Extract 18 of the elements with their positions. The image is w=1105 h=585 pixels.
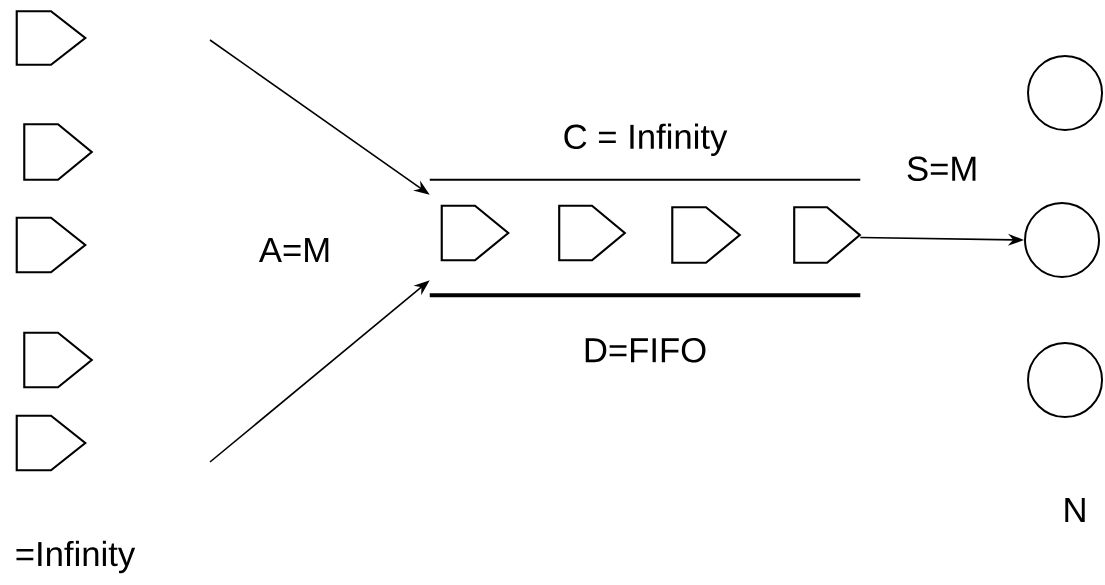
circle (1027, 342, 1103, 418)
pentagon (15, 414, 87, 472)
label: A=M (258, 238, 329, 262)
circle (1027, 55, 1103, 131)
band-label: D=FIFO (585, 337, 706, 363)
pentagon (15, 10, 87, 66)
pentagon (23, 123, 94, 181)
pentagon (440, 204, 510, 262)
circle (1024, 202, 1100, 278)
pentagon (558, 204, 627, 262)
pentagon (15, 216, 87, 274)
pentagon (671, 206, 742, 264)
label: =Infinity (16, 540, 136, 574)
label: N (1065, 498, 1085, 522)
edge-label: S=M (907, 156, 976, 181)
band-label: C = Infinity (564, 123, 728, 156)
pentagon (793, 206, 862, 264)
pentagon (23, 331, 94, 389)
